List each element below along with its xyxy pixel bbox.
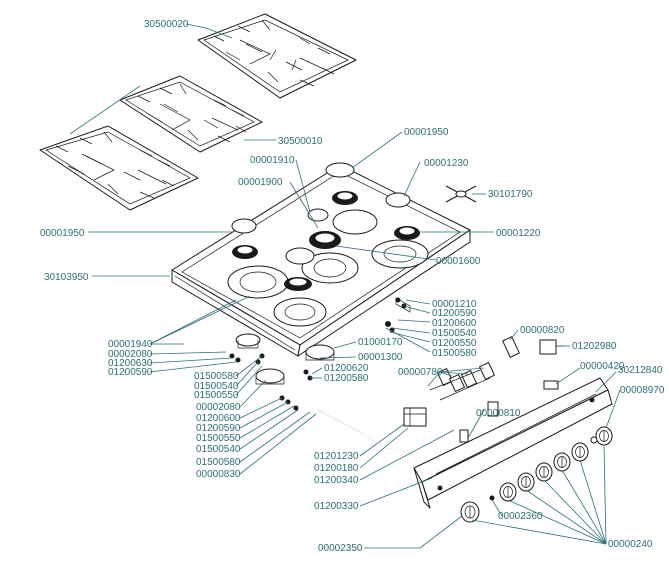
label-cross-tool: 30101790 — [488, 189, 533, 200]
burner-caps — [231, 162, 420, 291]
leader-lines — [69, 23, 621, 549]
label-scr-1500540-l: 01500540 — [194, 381, 239, 392]
label-cup-1300: 00001300 — [358, 352, 403, 363]
label-side-panel: 30103950 — [44, 272, 89, 283]
label-clip-420: 00000420 — [580, 361, 625, 372]
label-valve-780: 00000780 — [398, 367, 443, 378]
label-inj-1200590-b: 01200590 — [196, 423, 241, 434]
gas-valves — [403, 336, 564, 443]
label-grate-middle: 30500010 — [278, 136, 323, 147]
label-inj-1200620: 01200620 — [324, 363, 369, 374]
label-knob-2350: 00002350 — [318, 543, 363, 554]
grate-middle — [119, 75, 263, 153]
knobs — [460, 426, 613, 523]
label-pipe-1201230: 01201230 — [314, 451, 359, 462]
label-pipe-1200330: 01200330 — [314, 501, 359, 512]
label-inj-1200600-b: 01200600 — [196, 413, 241, 424]
label-cover-left: 00001950 — [40, 228, 85, 239]
label-scr-1500580-r: 01500580 — [432, 348, 477, 359]
cross-tool — [445, 185, 477, 203]
label-scr-1500540-b: 01500540 — [196, 444, 241, 455]
label-knob-8970: 00008970 — [620, 385, 665, 396]
label-scr-1500550-b: 01500550 — [196, 433, 241, 444]
label-ring-1600: 00001600 — [436, 256, 481, 267]
label-inj-1200600-r: 01200600 — [432, 318, 477, 329]
label-grate-right: 30500020 — [144, 19, 189, 30]
label-pin-2360: 00002360 — [498, 511, 543, 522]
label-part-1230: 00001230 — [424, 158, 469, 169]
grate-left — [39, 125, 199, 211]
label-scr-1500580-l: 01500580 — [194, 371, 239, 382]
grate-right — [197, 13, 357, 99]
label-knobs-240: 00000240 — [608, 539, 653, 550]
label-inj-1200590-r: 01200590 — [432, 308, 477, 319]
label-scr-1500550-l: 01500550 — [194, 390, 239, 401]
label-clip-810: 00000810 — [476, 408, 521, 419]
gas-pipe — [317, 409, 413, 453]
label-bracket-2080-b: 00002080 — [196, 402, 241, 413]
label-panel-212840: 30212840 — [618, 365, 663, 376]
label-inj-1210: 00001210 — [432, 299, 477, 310]
label-burner-1000170: 01000170 — [358, 337, 403, 348]
label-bracket-2080-l: 00002080 — [108, 349, 153, 360]
label-inj-1200590-l: 01200590 — [108, 367, 153, 378]
label-cap-1220: 00001220 — [496, 228, 541, 239]
label-cover-top: 00001950 — [404, 127, 449, 138]
label-pipe-1200340: 01200340 — [314, 475, 359, 486]
label-burner-1940: 00001940 — [108, 339, 153, 350]
control-panel — [413, 377, 613, 509]
lower-burner-parts — [229, 297, 411, 411]
label-inj-1200580: 01200580 — [324, 373, 369, 384]
label-pipe-1200180: 01200180 — [314, 463, 359, 474]
label-pipe-830: 00000830 — [196, 469, 241, 480]
part-labels: 30500020 30500010 00001950 00001910 0000… — [40, 19, 665, 554]
label-igniter-1202980: 01202980 — [572, 341, 617, 352]
burner-rings — [227, 209, 429, 327]
label-scr-1500580-b: 01500580 — [196, 457, 241, 468]
label-inj-1200550-r: 01200550 — [432, 338, 477, 349]
label-cap-1900: 00001900 — [238, 177, 283, 188]
label-valve-820: 00000820 — [520, 325, 565, 336]
label-inj-1200630: 01200630 — [108, 358, 153, 369]
label-scr-1500540-r: 01500540 — [432, 328, 477, 339]
label-cap-1910: 00001910 — [250, 155, 295, 166]
